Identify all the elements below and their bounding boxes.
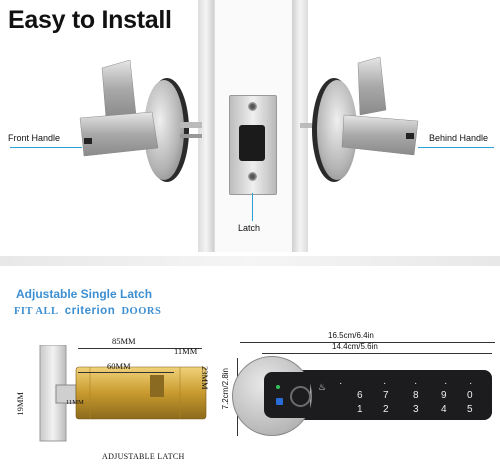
key-6[interactable]: 6 <box>357 390 363 401</box>
latch-pointer <box>252 193 253 221</box>
front-handle-label: Front Handle <box>8 133 61 143</box>
latch-heading: Adjustable Single Latch <box>16 287 153 301</box>
key-dot: · <box>339 378 343 389</box>
doors-text: DOORS <box>121 306 162 317</box>
dim-85: 85MM <box>112 336 136 346</box>
key-0[interactable]: 0 <box>467 390 473 401</box>
fit-all-text: FIT ALL <box>14 306 59 317</box>
key-8[interactable]: 8 <box>413 390 419 401</box>
dim-19: 19MM <box>15 392 25 416</box>
front-handle-pointer <box>10 147 82 148</box>
green-indicator-icon <box>276 385 280 389</box>
dim-length-outer: 16.5cm/6.4in <box>328 331 374 340</box>
dim-23: 23MM <box>200 366 210 390</box>
bell-icon: ♨ <box>318 382 327 392</box>
key-dot: · <box>469 378 473 389</box>
dim-height: 7.2cm/2.8in <box>221 368 230 410</box>
section-divider <box>0 256 500 266</box>
dim-length-inner: 14.4cm/5.6in <box>332 342 378 351</box>
dim-11-top: 11MM <box>174 346 198 356</box>
criterion-text: criterion <box>64 305 116 317</box>
key-2[interactable]: 2 <box>383 404 389 415</box>
adjustable-latch-caption: ADJUSTABLE LATCH <box>102 452 185 461</box>
dim-line-85 <box>78 348 202 349</box>
behind-handle-image <box>300 56 419 182</box>
key-3[interactable]: 3 <box>413 404 419 415</box>
latch-bolt <box>239 125 265 161</box>
fit-all-heading: FIT ALL criterion DOORS <box>14 305 161 317</box>
dim-line-60 <box>78 372 174 373</box>
dim-line-inner <box>262 353 492 354</box>
screw-icon <box>248 102 257 111</box>
key-5[interactable]: 5 <box>467 404 473 415</box>
dim-60: 60MM <box>107 361 131 371</box>
key-dot: · <box>414 378 418 389</box>
latch-label: Latch <box>238 223 261 233</box>
fingerprint-sensor-icon <box>290 386 311 407</box>
dim-line-outer <box>240 342 495 343</box>
dim-11-small: 11MM <box>66 399 84 406</box>
key-dot: · <box>383 378 387 389</box>
key-7[interactable]: 7 <box>383 390 389 401</box>
key-1[interactable]: 1 <box>357 404 363 415</box>
adjustable-latch-image <box>39 345 207 442</box>
blue-indicator-icon <box>276 398 283 405</box>
key-9[interactable]: 9 <box>441 390 447 401</box>
page-title: Easy to Install <box>8 6 172 34</box>
front-handle-image <box>79 60 202 182</box>
behind-handle-label: Behind Handle <box>429 133 489 143</box>
key-dot: · <box>444 378 448 389</box>
screw-icon <box>248 172 257 181</box>
key-4[interactable]: 4 <box>441 404 447 415</box>
behind-handle-pointer <box>418 147 494 148</box>
door-frame-left <box>198 0 214 252</box>
